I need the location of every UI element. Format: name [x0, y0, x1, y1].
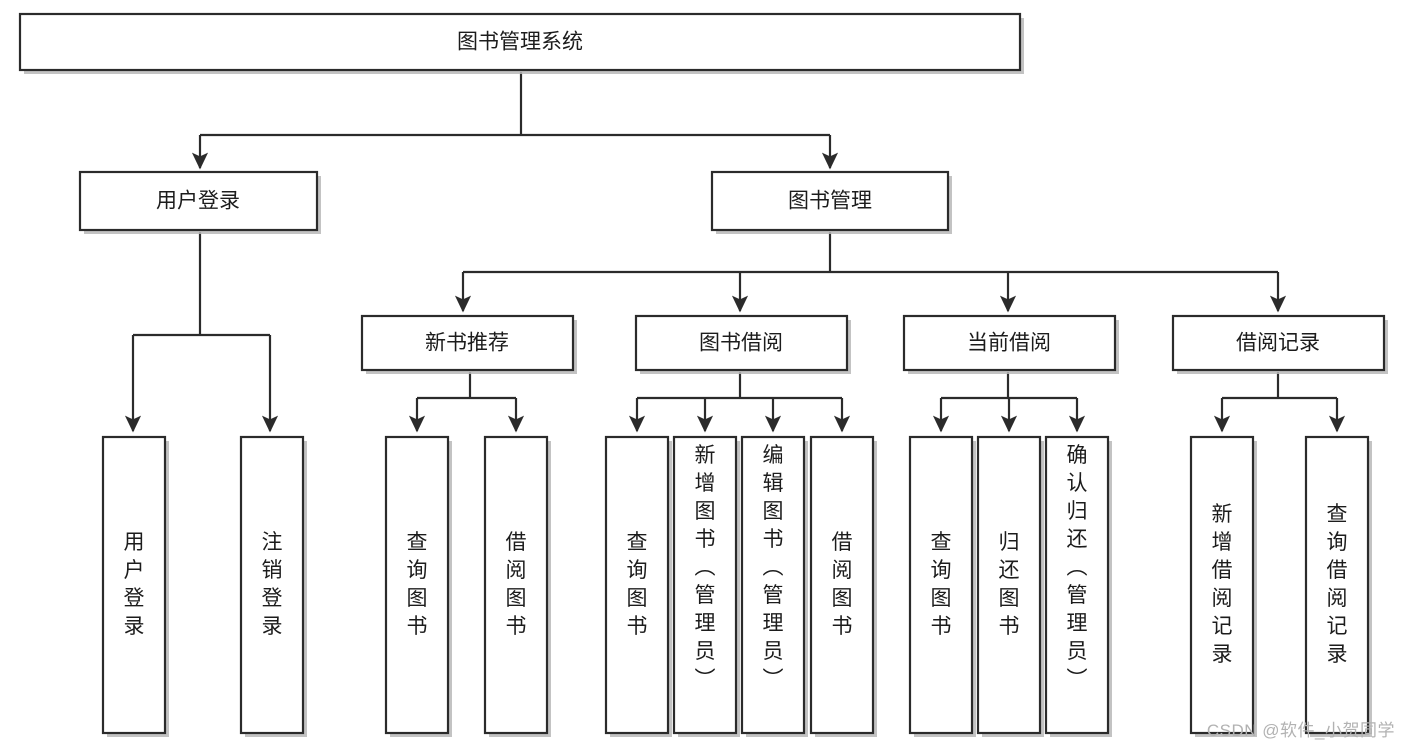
node-leaf-query-book-c-label: 查询图书	[931, 531, 952, 638]
node-leaf-borrow-book-a-label: 借阅图书	[506, 531, 527, 638]
node-leaf-query-book-a-label: 查询图书	[407, 531, 428, 638]
node-leaf-query-record[interactable]: 查询借阅记录	[1304, 435, 1372, 737]
csdn-watermark: CSDN @软件_小贺同学	[1206, 721, 1395, 740]
node-leaf-query-book-a[interactable]: 查询图书	[384, 435, 452, 737]
node-leaf-confirm-return-label: 确认归还︵管理员︶	[1067, 444, 1088, 691]
node-root-label: 图书管理系统	[457, 31, 583, 54]
node-borrow-record[interactable]: 借阅记录	[1171, 314, 1388, 374]
node-leaf-return-book-label: 归还图书	[999, 531, 1020, 638]
node-leaf-logout[interactable]: 注销登录	[239, 435, 307, 737]
node-leaf-add-record[interactable]: 新增借阅记录	[1189, 435, 1257, 737]
node-leaf-query-book-b-label: 查询图书	[627, 531, 648, 638]
node-leaf-add-book-label: 新增图书︵管理员︶	[695, 444, 716, 691]
node-leaf-return-book[interactable]: 归还图书	[976, 435, 1044, 737]
node-root[interactable]: 图书管理系统	[18, 12, 1024, 74]
node-current-borrow[interactable]: 当前借阅	[902, 314, 1119, 374]
node-book-borrow[interactable]: 图书借阅	[634, 314, 851, 374]
node-new-book-rec-label: 新书推荐	[425, 332, 509, 355]
node-book-borrow-label: 图书借阅	[699, 332, 783, 355]
node-leaf-query-book-b[interactable]: 查询图书	[604, 435, 672, 737]
node-borrow-record-label: 借阅记录	[1236, 332, 1320, 355]
node-leaf-add-book[interactable]: 新增图书︵管理员︶	[672, 435, 740, 737]
node-leaf-confirm-return[interactable]: 确认归还︵管理员︶	[1044, 435, 1112, 737]
node-leaf-user-login[interactable]: 用户登录	[101, 435, 169, 737]
node-leaf-logout-label: 注销登录	[262, 531, 283, 638]
node-leaf-query-record-label: 查询借阅记录	[1327, 503, 1348, 666]
node-leaf-edit-book-label: 编辑图书︵管理员︶	[763, 444, 784, 691]
node-new-book-rec[interactable]: 新书推荐	[360, 314, 577, 374]
node-leaf-borrow-book-a[interactable]: 借阅图书	[483, 435, 551, 737]
node-current-borrow-label: 当前借阅	[967, 332, 1051, 355]
node-leaf-borrow-book-b-label: 借阅图书	[832, 531, 853, 638]
node-user-login[interactable]: 用户登录	[78, 170, 321, 234]
node-leaf-edit-book[interactable]: 编辑图书︵管理员︶	[740, 435, 808, 737]
connector-layer	[124, 72, 1346, 433]
node-leaf-borrow-book-b[interactable]: 借阅图书	[809, 435, 877, 737]
node-leaf-add-record-label: 新增借阅记录	[1212, 503, 1233, 666]
node-leaf-user-login-label: 用户登录	[124, 531, 145, 638]
node-user-login-label: 用户登录	[156, 190, 240, 213]
node-leaf-query-book-c[interactable]: 查询图书	[908, 435, 976, 737]
node-book-manage-label: 图书管理	[788, 190, 872, 213]
node-book-manage[interactable]: 图书管理	[710, 170, 952, 234]
